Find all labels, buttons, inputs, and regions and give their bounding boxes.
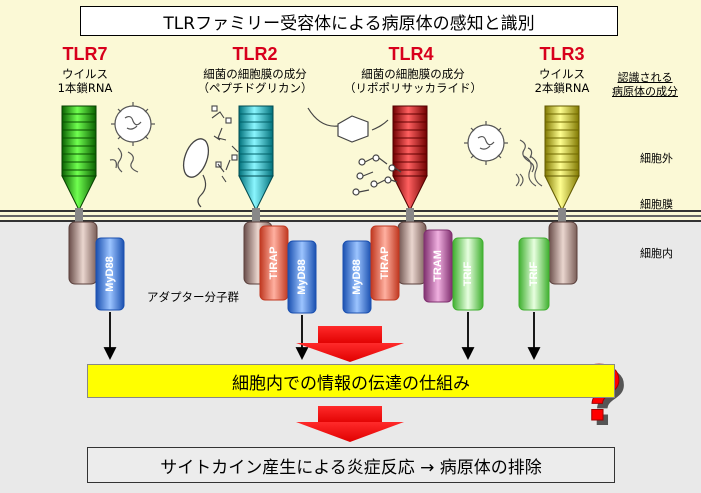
diagram-title: TLRファミリー受容体による病原体の感知と識別: [80, 6, 618, 36]
tirap-tlr2-label: TIRAP: [268, 247, 280, 280]
tlr7-receptor: [61, 105, 98, 285]
recognized-component-label: 認識される 病原体の成分: [612, 71, 678, 99]
recognized-line1: 認識される: [617, 71, 673, 84]
lps-icon: [307, 107, 402, 196]
myd88-tlr2-label: MyD88: [296, 259, 308, 294]
tlr2-name: TLR2: [232, 44, 278, 64]
bacterium-icon: [182, 138, 210, 208]
tlr7-name: TLR7: [62, 44, 108, 64]
dsrna-icon: [515, 155, 543, 187]
tlr7-ligand: ウイルス 1本鎖RNA: [30, 67, 140, 95]
tlr4-ligand-line2: （リポポリサッカライド）: [344, 81, 482, 95]
intracellular-label: 細胞内: [640, 247, 673, 260]
tlr2-ligand-line2: （ペプチドグリカン）: [197, 81, 313, 95]
tlr3-name: TLR3: [539, 44, 585, 64]
membrane-label: 細胞膜: [640, 198, 673, 211]
extracellular-label: 細胞外: [640, 152, 673, 165]
tlr3-ligand-line2: 2本鎖RNA: [534, 81, 590, 95]
red-arrow-lower: [296, 406, 404, 442]
red-arrow-upper: [296, 326, 404, 362]
trif-tlr4-label: TRIF: [462, 262, 474, 287]
tlr2-ligand-line1: 細菌の細胞膜の成分: [203, 67, 307, 81]
cell-membrane: [0, 210, 701, 222]
result-box: サイトカイン産生による炎症反応 → 病原体の排除: [87, 447, 615, 483]
tirap-tlr4: TIRAP: [370, 225, 400, 301]
tram-tlr4: TRAM: [423, 229, 453, 303]
adaptor-group-label: アダプター分子群: [147, 290, 239, 304]
myd88-tlr4-label: MyD88: [351, 259, 363, 294]
signal-arrows: [103, 312, 541, 361]
tram-tlr4-label: TRAM: [432, 250, 444, 282]
recognized-line2: 病原体の成分: [612, 85, 678, 98]
trif-tlr3: TRIF: [518, 237, 550, 311]
peptidoglycan-icon: [211, 105, 239, 183]
virus-icon-right: [464, 121, 535, 173]
tlr2-ligand: 細菌の細胞膜の成分 （ペプチドグリカン）: [180, 67, 330, 95]
myd88-tlr2: MyD88: [287, 240, 317, 314]
tlr4-receptor: [392, 105, 428, 285]
myd88-tlr7: MyD88: [95, 237, 125, 311]
myd88-tlr4: MyD88: [342, 240, 372, 314]
signal-transduction-box: 細胞内での情報の伝達の仕組み: [87, 364, 615, 398]
tirap-tlr2: TIRAP: [259, 225, 289, 301]
tlr3-ligand: ウイルス 2本鎖RNA: [510, 67, 614, 95]
tirap-tlr4-label: TIRAP: [379, 247, 391, 280]
myd88-tlr7-label: MyD88: [104, 256, 116, 291]
virus-icon-left: [109, 102, 155, 173]
tlr4-ligand-line1: 細菌の細胞膜の成分: [361, 67, 465, 81]
tlr7-ligand-line2: 1本鎖RNA: [57, 81, 113, 95]
trif-tlr4: TRIF: [452, 237, 484, 311]
tlr3-ligand-line1: ウイルス: [539, 67, 585, 81]
tlr4-ligand: 細菌の細胞膜の成分 （リポポリサッカライド）: [338, 67, 488, 95]
tlr7-ligand-line1: ウイルス: [62, 67, 108, 81]
trif-tlr3-label: TRIF: [528, 262, 540, 287]
tlr3-receptor: [544, 105, 580, 285]
tlr4-name: TLR4: [388, 44, 434, 64]
